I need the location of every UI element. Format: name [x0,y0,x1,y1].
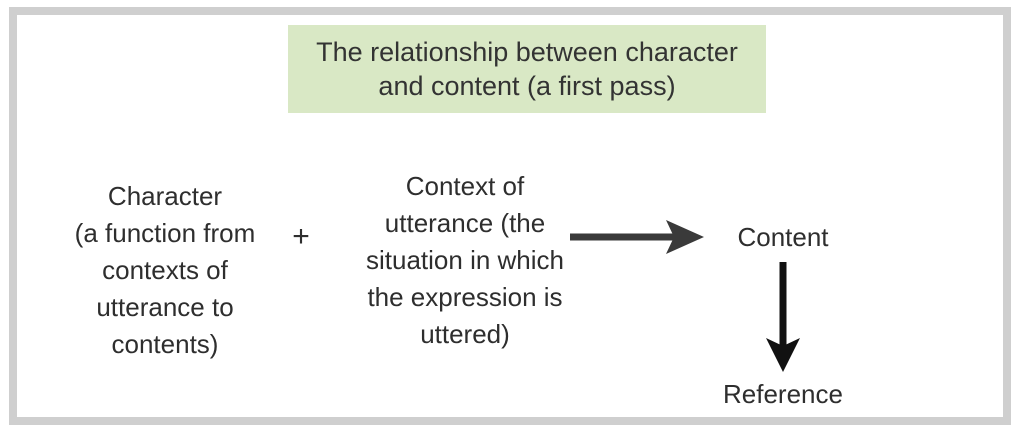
node-context-line-4: the expression is [367,282,563,312]
node-character-line-4: utterance to [96,292,234,322]
node-character-line-3: contexts of [102,255,228,285]
arrow-down-icon [766,262,800,372]
node-context-line-1: Context of [405,171,525,201]
figure-title-line-2: and content (a first pass) [378,71,676,101]
node-context-of-utterance: Context of utterance (the situation in w… [345,168,585,353]
node-character: Character (a function from contexts of u… [35,178,295,363]
node-character-line-1: Character [107,181,223,211]
node-character-line-5: contents) [111,329,219,359]
node-content: Content [737,222,829,252]
figure-title-banner: The relationship between character and c… [288,25,766,113]
arrow-right-icon [570,220,704,254]
node-character-line-2: (a function from [74,218,256,248]
node-reference: Reference [723,379,843,409]
node-context-line-3: situation in which [366,245,564,275]
node-context-line-2: utterance (the [384,208,546,238]
node-context-line-5: uttered) [420,319,510,349]
plus-operator: + [292,220,310,253]
figure-title-line-1: The relationship between character [316,37,738,67]
